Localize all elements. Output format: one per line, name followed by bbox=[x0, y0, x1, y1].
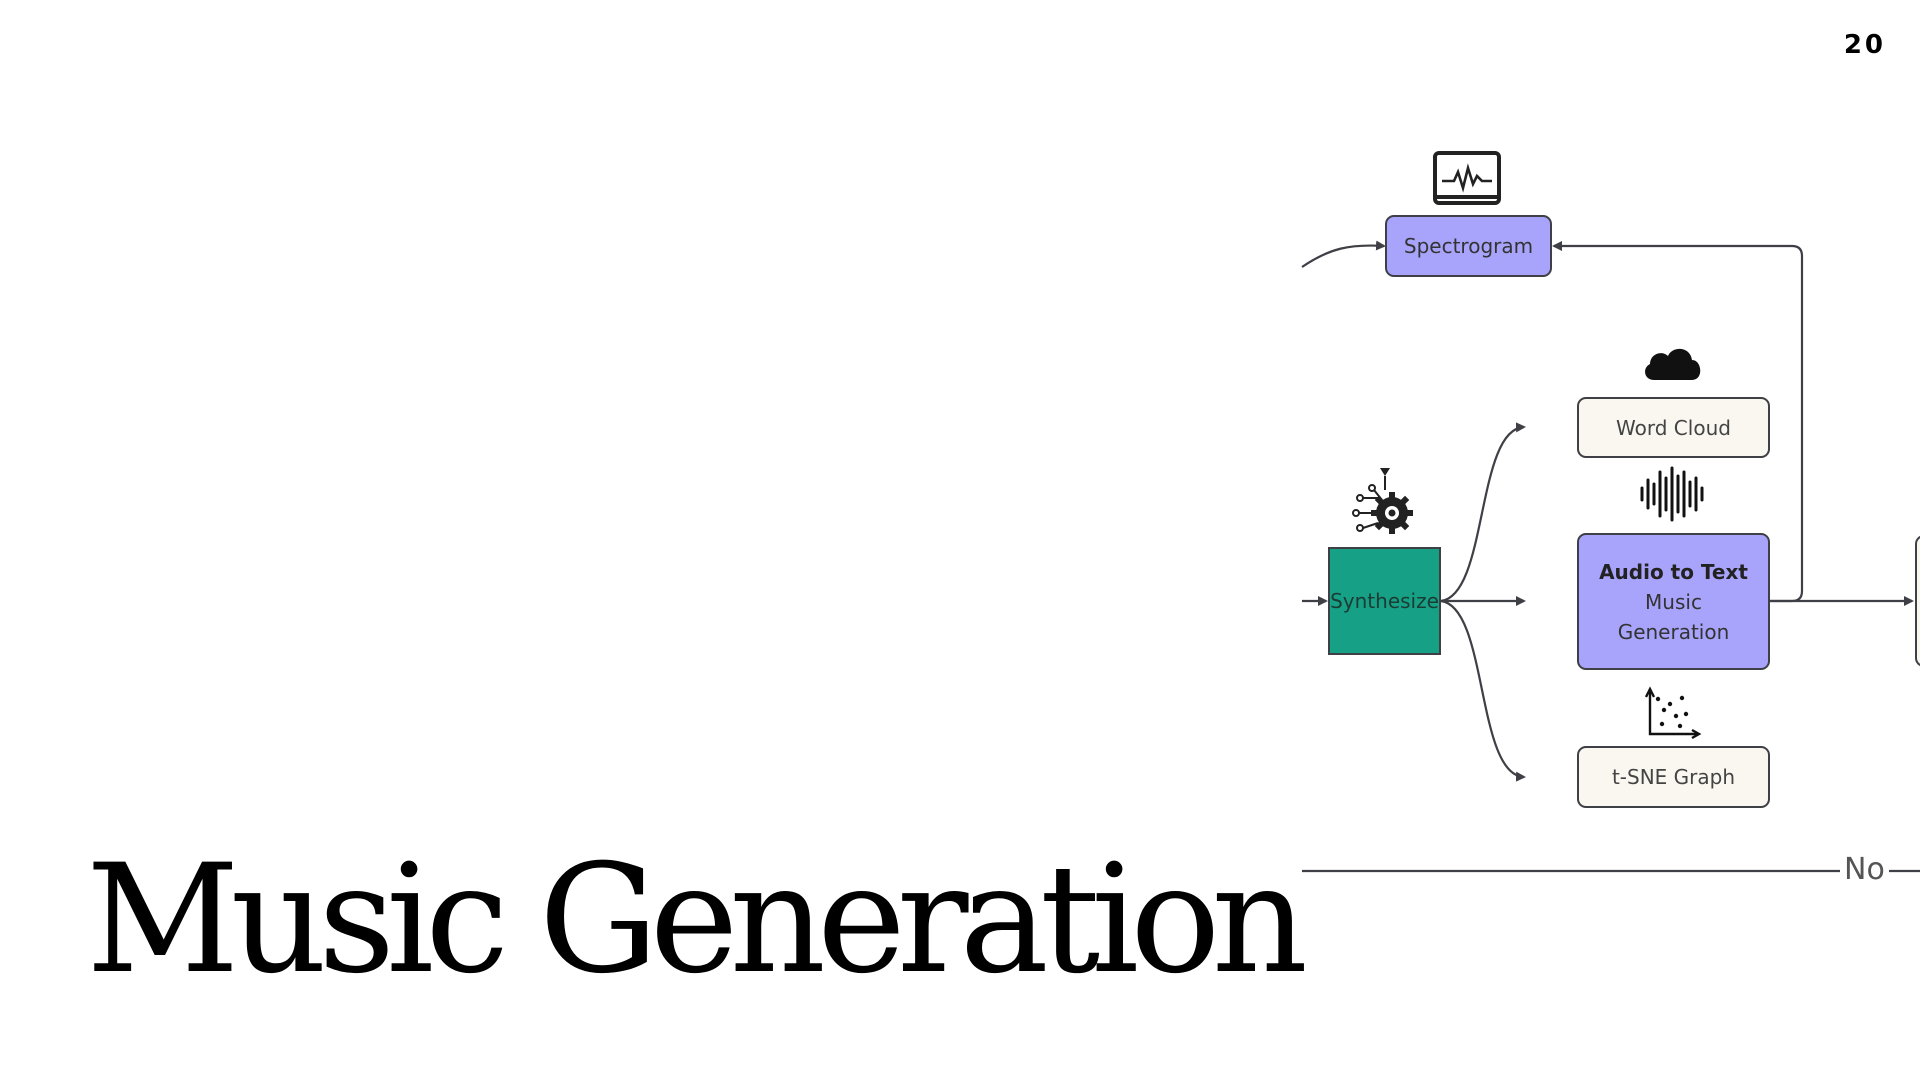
slide-title: Music Generation bbox=[86, 833, 1308, 1007]
spectrogram-node: Spectrogram bbox=[1385, 215, 1552, 277]
offscreen-node bbox=[1915, 535, 1920, 667]
edge-into-spectrogram bbox=[1301, 240, 1386, 268]
divider-label-no: No bbox=[1840, 852, 1889, 887]
tsne-graph-node: t-SNE Graph bbox=[1577, 746, 1770, 808]
cloud-icon bbox=[1645, 348, 1701, 380]
spectrogram-label: Spectrogram bbox=[1403, 234, 1534, 258]
scatter-plot-icon bbox=[1644, 686, 1702, 740]
synthesize-node: Synthesize bbox=[1328, 547, 1441, 655]
word-cloud-label: Word Cloud bbox=[1616, 415, 1731, 440]
audio-to-text-sub-1: Music bbox=[1645, 589, 1702, 614]
edge-synthesize-tsne bbox=[1440, 599, 1526, 782]
edge-synthesize-word-cloud bbox=[1440, 422, 1526, 603]
audio-to-text-sub-2: Generation bbox=[1617, 619, 1730, 644]
diagram-connectors bbox=[1301, 240, 1920, 873]
tsne-graph-label: t-SNE Graph bbox=[1611, 765, 1736, 789]
audio-to-text-title: Audio to Text bbox=[1599, 559, 1748, 584]
gear-network-icon bbox=[1352, 468, 1413, 534]
page-number: 20 bbox=[1843, 30, 1886, 60]
flow-diagram: Spectrogram Word Cloud Synthesize Audio … bbox=[1300, 140, 1920, 920]
synthesize-label: Synthesize bbox=[1330, 589, 1439, 613]
word-cloud-node: Word Cloud bbox=[1577, 397, 1770, 458]
waveform-monitor-icon bbox=[1433, 151, 1501, 205]
audio-to-text-node: Audio to Text Music Generation bbox=[1577, 533, 1770, 670]
sound-wave-icon bbox=[1640, 466, 1704, 522]
